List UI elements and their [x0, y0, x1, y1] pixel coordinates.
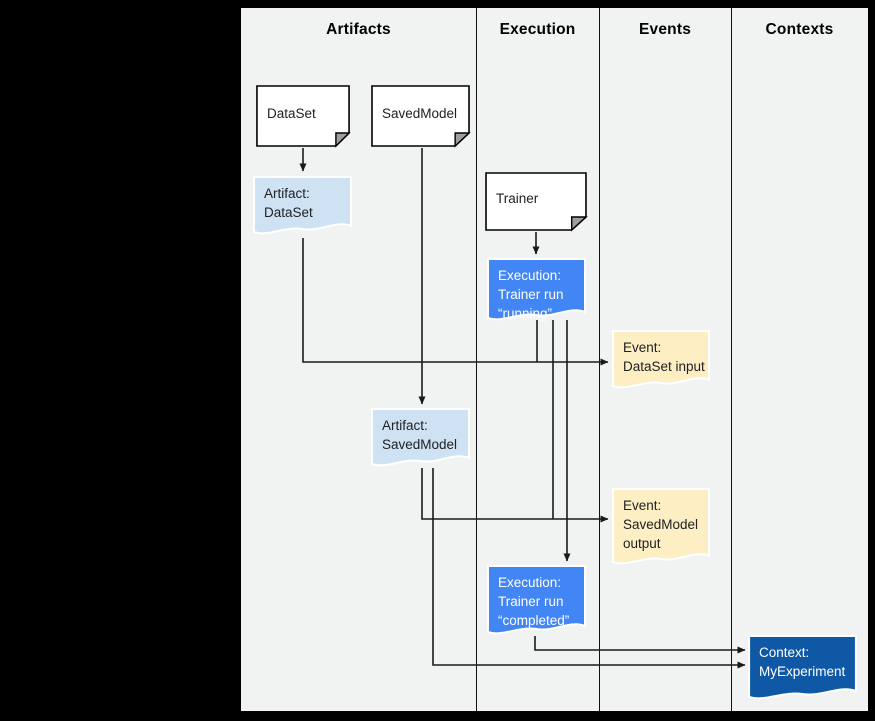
document-shape — [253, 176, 352, 240]
node-event-dataset-input: Event:DataSet input — [612, 330, 710, 394]
node-savedmodel: SavedModel — [371, 85, 470, 148]
node-label: Trainer — [496, 191, 539, 206]
column-header-events: Events — [638, 21, 692, 38]
column-divider-execution-events — [599, 8, 600, 711]
card-shape — [485, 172, 587, 232]
card-shape — [256, 85, 350, 148]
node-label: Artifact:DataSet — [264, 186, 313, 220]
node-artifact-savedmodel: Artifact:SavedModel — [371, 408, 470, 472]
column-header-contexts: Contexts — [765, 21, 834, 38]
folded-corner-icon — [572, 217, 586, 230]
column-divider-events-contexts — [731, 8, 732, 711]
node-label: Execution:Trainer run“completed” — [498, 575, 570, 628]
document-shape — [748, 635, 857, 705]
node-label: Execution:Trainer run“running” — [498, 268, 564, 321]
card-shape — [371, 85, 470, 148]
column-header-artifacts: Artifacts — [326, 21, 391, 38]
node-label: SavedModel — [382, 106, 458, 121]
node-label: DataSet — [267, 106, 316, 121]
column-divider-artifacts-execution — [476, 8, 477, 711]
node-execution-running: Execution:Trainer run“running” — [487, 258, 586, 326]
column-header-execution: Execution — [499, 21, 576, 38]
node-artifact-dataset: Artifact:DataSet — [253, 176, 352, 240]
document-shape — [612, 330, 710, 394]
node-trainer: Trainer — [485, 172, 587, 232]
node-execution-completed: Execution:Trainer run“completed” — [487, 565, 586, 640]
node-label: Context:MyExperiment — [759, 645, 846, 679]
node-label: Artifact:SavedModel — [382, 418, 458, 452]
lineage-diagram: Artifacts Execution Events Contexts Data… — [241, 8, 868, 711]
folded-corner-icon — [455, 133, 469, 146]
folded-corner-icon — [336, 133, 349, 146]
edge-artifact-savedmodel-to-event-output — [421, 468, 609, 523]
node-label: Event:DataSet input — [623, 340, 705, 374]
document-shape — [371, 408, 470, 472]
node-context-myexperiment: Context:MyExperiment — [748, 635, 857, 705]
node-dataset: DataSet — [256, 85, 350, 148]
